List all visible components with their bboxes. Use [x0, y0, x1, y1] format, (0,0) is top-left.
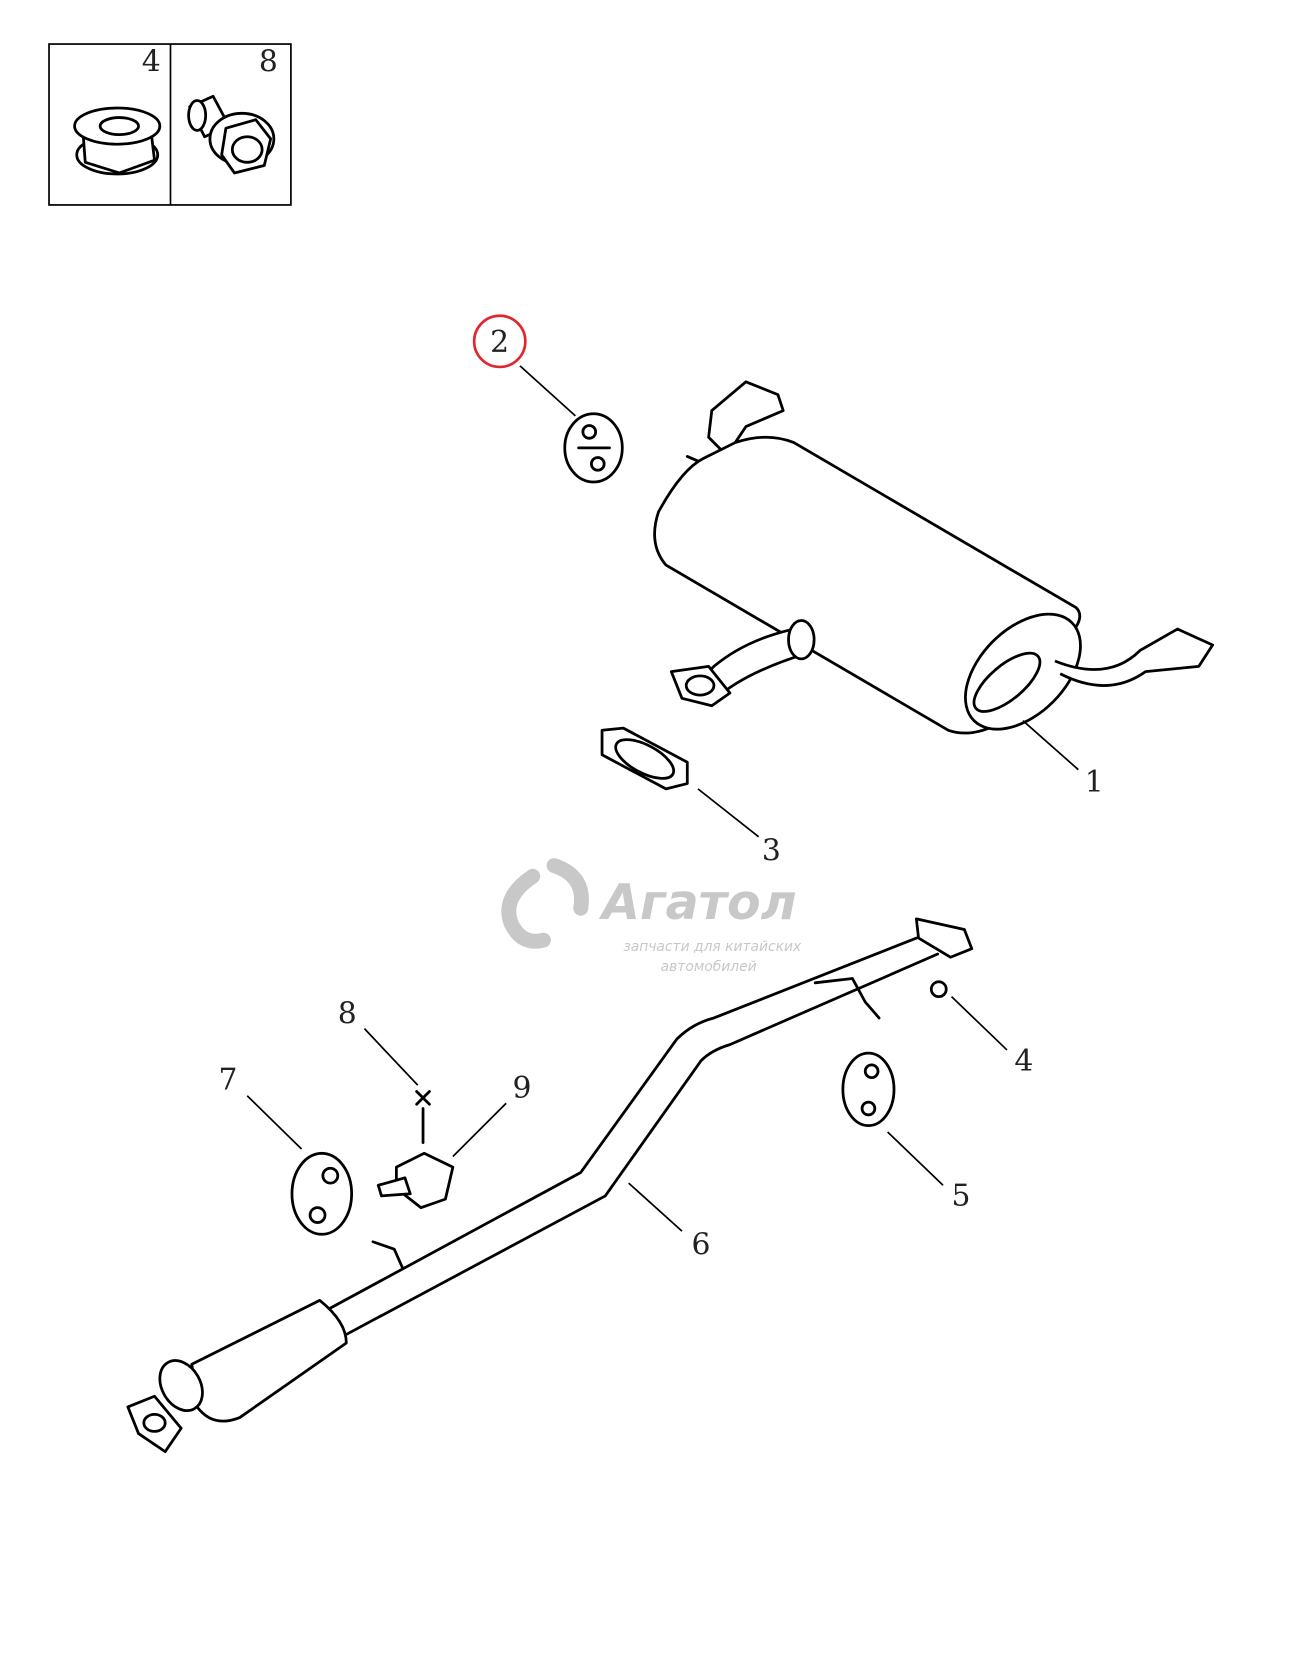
front-pipe-part-6[interactable] [126, 917, 974, 1454]
bracket-part-9[interactable] [376, 1151, 455, 1210]
callout-6[interactable]: 6 [692, 1228, 711, 1263]
fastener-legend-box: 4 8 [48, 43, 292, 206]
leader-lines [246, 365, 1079, 1232]
highlight-circle [472, 314, 527, 369]
callout-7[interactable]: 7 [218, 1062, 237, 1097]
watermark-tagline-2: автомобилей [661, 959, 757, 975]
rubber-hanger-part-2[interactable] [563, 412, 624, 484]
callout-9[interactable]: 9 [513, 1071, 532, 1106]
callout-4[interactable]: 4 [1014, 1044, 1033, 1079]
agatol-watermark-logo: Агатол запчасти для китайских автомобиле… [501, 858, 802, 975]
watermark-brand: Агатол [598, 874, 797, 931]
legend-number-4: 4 [142, 45, 161, 80]
callout-5[interactable]: 5 [952, 1179, 971, 1214]
legend-number-8: 8 [259, 45, 278, 80]
gasket-part-3[interactable] [600, 726, 689, 791]
flange-bolt-icon [187, 94, 276, 175]
watermark-tagline-1: запчасти для китайских [623, 939, 802, 955]
flange-nut-icon [73, 106, 162, 176]
ring-part-4[interactable] [929, 980, 948, 999]
rear-muffler-part-1[interactable] [653, 380, 1215, 751]
rubber-hanger-part-7[interactable] [290, 1151, 354, 1236]
callout-2[interactable]: 2 [490, 325, 509, 360]
bolt-part-8[interactable] [415, 1090, 431, 1145]
callout-8[interactable]: 8 [338, 996, 357, 1031]
callout-3[interactable]: 3 [762, 833, 781, 868]
callout-1[interactable]: 1 [1085, 765, 1104, 800]
rubber-hanger-part-5[interactable] [841, 1051, 896, 1127]
